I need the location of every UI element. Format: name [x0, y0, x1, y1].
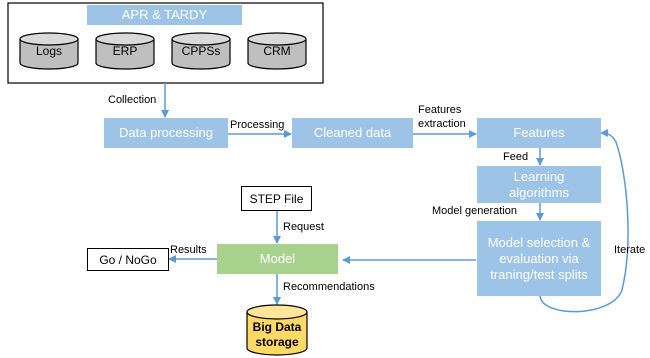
- features-extraction-label-line2: extraction: [418, 118, 466, 130]
- results-label: Results: [170, 244, 207, 256]
- big-data-storage-label: Big Data storage: [252, 320, 302, 349]
- source-label-logs: Logs: [35, 44, 63, 58]
- source-label-erp: ERP: [112, 44, 138, 58]
- request-label: Request: [283, 221, 324, 233]
- feed-label: Feed: [503, 151, 529, 163]
- data-processing-box: Data processing: [104, 118, 228, 148]
- source-db-erp: [95, 32, 155, 70]
- cleaned-data-box: Cleaned data: [292, 118, 413, 148]
- recommendations-label: Recommendations: [283, 281, 375, 293]
- learning-algorithms-box: Learning algorithms: [477, 166, 601, 203]
- processing-label: Processing: [230, 119, 285, 131]
- source-db-logs: [19, 32, 79, 70]
- features-box: Features: [477, 118, 601, 148]
- source-db-cppss: [171, 32, 231, 70]
- model-generation-label: Model generation: [432, 205, 518, 217]
- source-db-crm: [247, 32, 307, 70]
- features-extraction-label-line1: Features: [418, 104, 462, 116]
- big-data-storage-cylinder: [246, 304, 308, 356]
- collection-label: Collection: [108, 94, 157, 106]
- iterate-arrow: [539, 129, 629, 313]
- header-label: APR & TARDY: [87, 5, 242, 25]
- model-box: Model: [217, 244, 338, 274]
- model-selection-box: Model selection & evaluation via traning…: [477, 221, 601, 296]
- go-nogo-box: Go / NoGo: [87, 248, 169, 271]
- step-file-box: STEP File: [241, 186, 312, 211]
- source-label-crm: CRM: [263, 44, 291, 58]
- source-label-cppss: CPPSs: [181, 44, 221, 58]
- iterate-label: Iterate: [614, 244, 646, 256]
